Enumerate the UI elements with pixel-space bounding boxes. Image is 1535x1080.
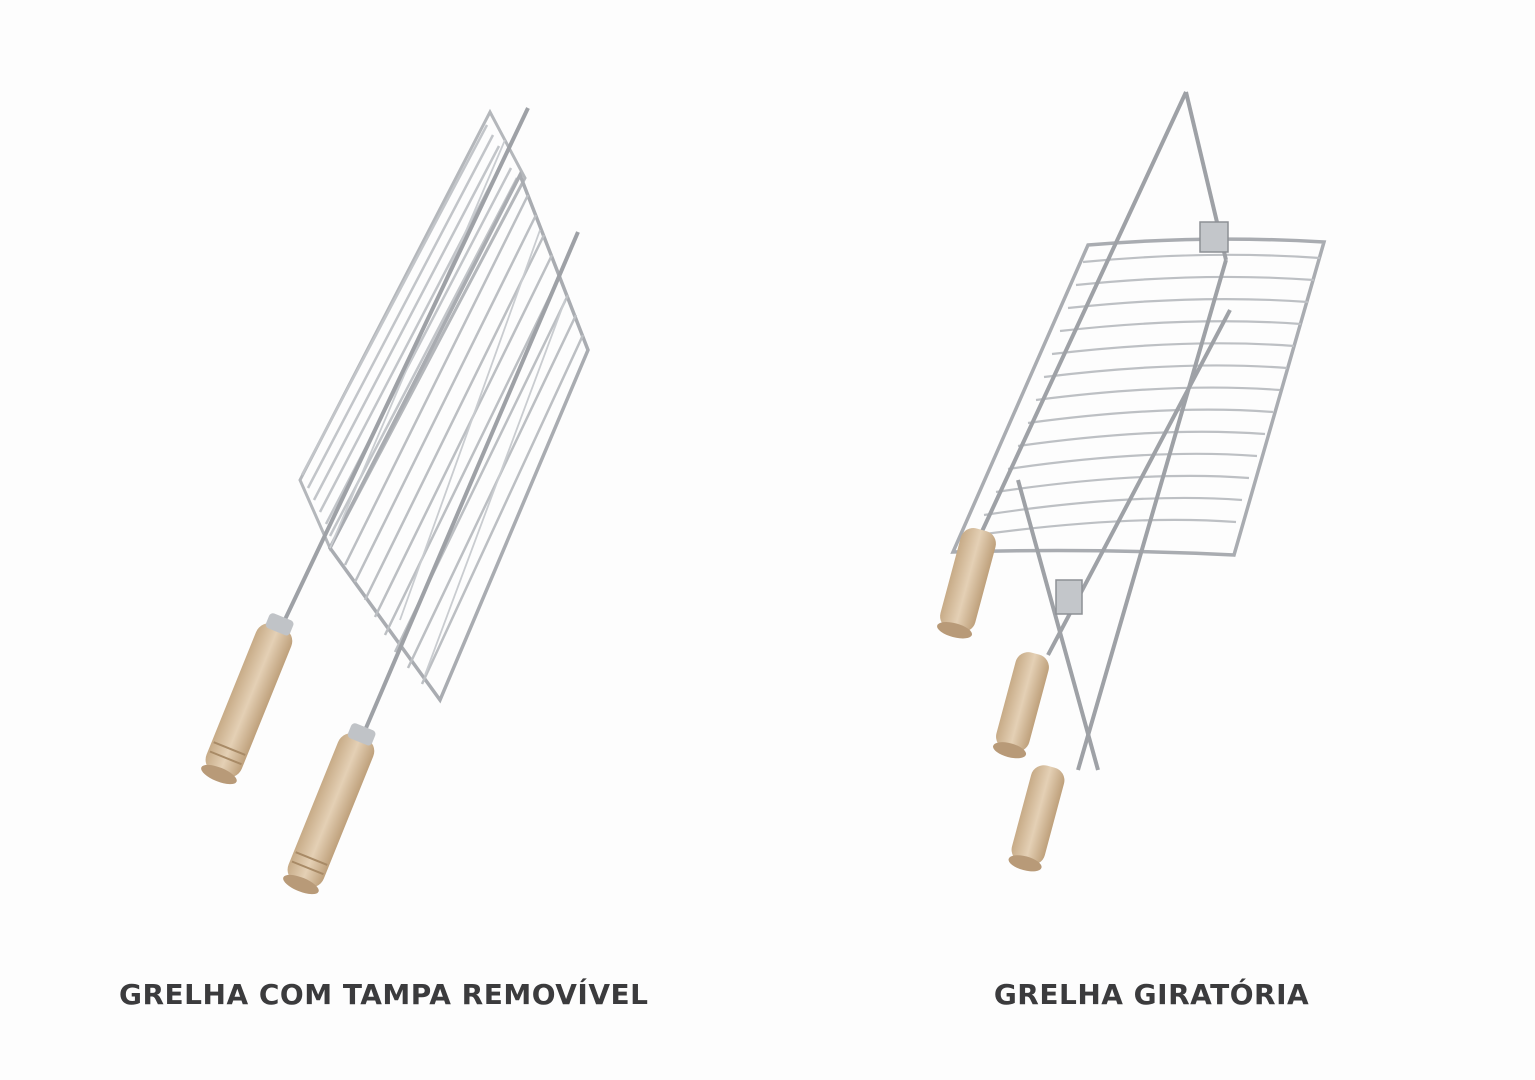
rotating-grill-image bbox=[937, 91, 1327, 872]
product-caption-removable-lid: GRELHA COM TAMPA REMOVÍVEL bbox=[119, 978, 649, 1011]
product-caption-rotating: GRELHA GIRATÓRIA bbox=[993, 978, 1310, 1011]
removable-lid-grill-image bbox=[201, 107, 590, 895]
product-card-removable-lid: GRELHA COM TAMPA REMOVÍVEL bbox=[119, 107, 648, 1011]
product-card-rotating: GRELHA GIRATÓRIA bbox=[768, 0, 1535, 1080]
